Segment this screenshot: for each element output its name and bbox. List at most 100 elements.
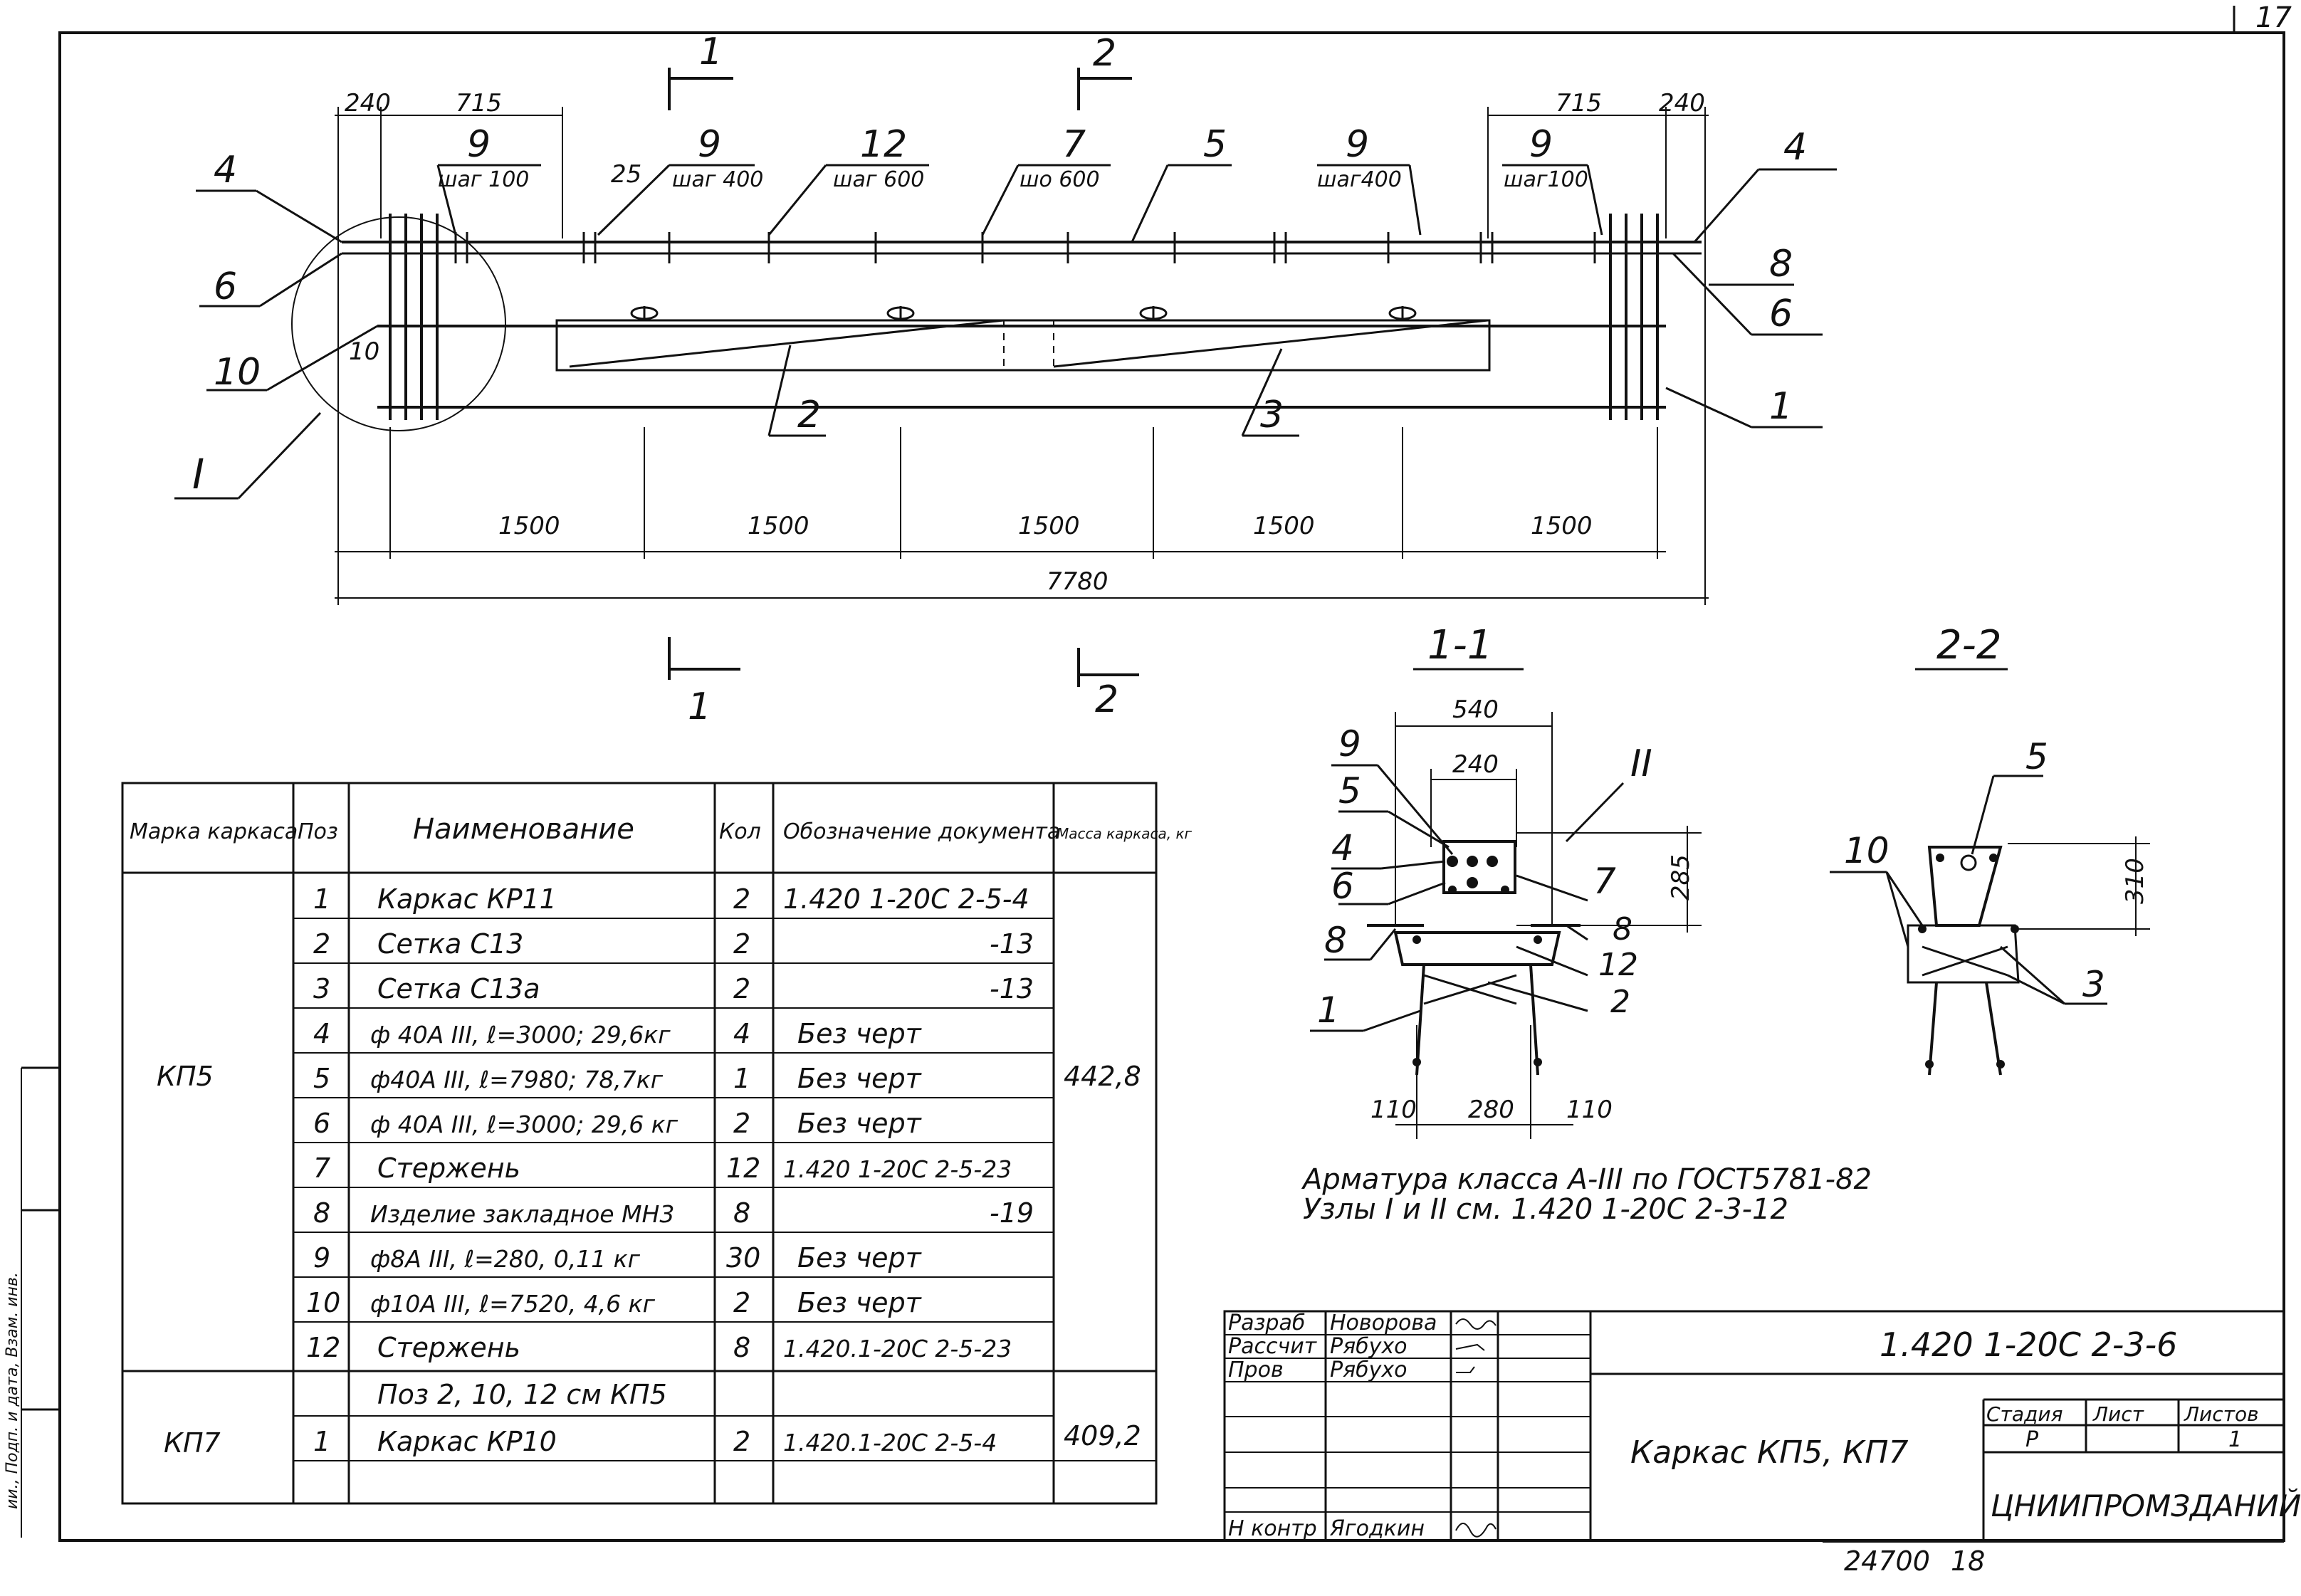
left-callout-10: 10 xyxy=(214,351,261,394)
tb-stage: Р xyxy=(2025,1427,2039,1452)
dim-bottom-5: 1500 xyxy=(1531,512,1593,540)
dim-bottom-2: 1500 xyxy=(748,512,809,540)
dim-top-left-715: 715 xyxy=(456,89,502,117)
step-text-3: шаг 600 xyxy=(833,167,924,192)
section-2-callout-3: 3 xyxy=(2082,964,2105,1005)
step-text-2: шаг 400 xyxy=(672,167,763,192)
section-mark-2-top: 2 xyxy=(1093,32,1116,75)
step-pos-1: 9 xyxy=(467,123,491,166)
section-1-dim-110-left: 110 xyxy=(1370,1096,1417,1124)
section-1-callout-1: 1 xyxy=(1317,989,1340,1031)
archive-number: 24700 xyxy=(1844,1545,1930,1577)
right-callout-8: 8 xyxy=(1769,243,1793,285)
section-1-callout-4: 4 xyxy=(1331,827,1354,868)
td-name: Сетка С13 xyxy=(377,928,523,960)
td-name: ф8А III, ℓ=280, 0,11 кг xyxy=(370,1245,641,1273)
left-callout-6: 6 xyxy=(214,266,237,308)
sheet-frame: 17 ии., Подп. и дата, Взам. инв. 24700 1… xyxy=(4,1,2292,1577)
td-pos: 5 xyxy=(313,1063,330,1094)
bottom-callout-3: 3 xyxy=(1260,394,1284,436)
section-1-width-top: 540 xyxy=(1452,695,1499,724)
td-mass: 442,8 xyxy=(1064,1061,1141,1092)
dim-top-right-240: 240 xyxy=(1659,89,1705,117)
tb-name-of-drawing: Каркас КП5, КП7 xyxy=(1630,1434,1908,1471)
step-pos-4: 7 xyxy=(1062,123,1086,166)
dim-bottom-4: 1500 xyxy=(1253,512,1315,540)
page-number: 17 xyxy=(2255,1,2292,34)
note-2: Узлы I и II см. 1.420 1-20С 2-3-12 xyxy=(1303,1193,1788,1226)
th-mark: Марка каркаса xyxy=(130,819,298,844)
tb-name: Рябухо xyxy=(1330,1334,1408,1359)
td-pos: 2 xyxy=(313,928,330,960)
td-doc: 1.420.1-20С 2-5-23 xyxy=(783,1335,1012,1363)
td-qty: 2 xyxy=(733,1426,750,1457)
td-name: Каркас КР10 xyxy=(377,1426,557,1457)
td-mark: КП5 xyxy=(157,1061,214,1092)
th-name: Наименование xyxy=(413,813,634,846)
tb-role: Пров xyxy=(1228,1358,1284,1382)
elevation-view: 240 715 715 240 25 10 1 2 1 2 9 шаг 100 … xyxy=(174,31,1837,728)
dim-10: 10 xyxy=(349,337,379,366)
spec-table: Марка каркаса Поз Наименование Кол Обозн… xyxy=(121,782,1193,1505)
td-doc: 1.420 1-20С 2-5-4 xyxy=(783,883,1029,915)
step-pos-6: 9 xyxy=(1346,123,1369,166)
step-pos-3: 12 xyxy=(860,123,907,166)
section-2-title: 2-2 xyxy=(1936,622,2001,668)
title-block: Разраб Новорова Рассчит Рябухо Пров Рябу… xyxy=(1223,1310,2301,1542)
section-mark-1-top: 1 xyxy=(699,31,723,73)
section-1-1: 1-1 540 240 285 II 110 xyxy=(1310,622,1702,1139)
dim-top-right-715: 715 xyxy=(1556,89,1602,117)
step-text-6: шаг400 xyxy=(1317,167,1402,192)
tb-sheets: 1 xyxy=(2228,1427,2242,1452)
section-1-title: 1-1 xyxy=(1427,622,1492,668)
td-qty: 2 xyxy=(733,973,750,1004)
td-doc: Без черт xyxy=(797,1108,923,1139)
td-doc: -13 xyxy=(990,928,1034,960)
tb-doc-code: 1.420 1-20С 2-3-6 xyxy=(1880,1325,2177,1364)
section-1-node-II: II xyxy=(1630,742,1652,785)
td-name: ф 40А III, ℓ=3000; 29,6кг xyxy=(370,1021,671,1049)
td-qty: 4 xyxy=(733,1018,750,1049)
td-qty: 8 xyxy=(733,1332,750,1363)
th-mass: Масса каркаса, кг xyxy=(1057,825,1193,842)
right-callout-6: 6 xyxy=(1769,293,1793,335)
td-mark: КП7 xyxy=(164,1427,221,1459)
section-1-callout-8-right: 8 xyxy=(1613,911,1632,947)
td-qty: 2 xyxy=(733,883,750,915)
tb-sheet-label: Лист xyxy=(2092,1402,2144,1426)
td-qty: 8 xyxy=(733,1197,750,1229)
step-pos-2: 9 xyxy=(698,123,721,166)
section-mark-1-bottom: 1 xyxy=(688,686,711,728)
td-pos: 1 xyxy=(313,1426,330,1457)
bottom-callout-2: 2 xyxy=(797,394,821,436)
tb-stage-label: Стадия xyxy=(1986,1402,2062,1426)
td-doc: Без черт xyxy=(797,1242,923,1274)
td-qty: 2 xyxy=(733,1108,750,1139)
td-name: Поз 2, 10, 12 см КП5 xyxy=(377,1379,667,1410)
section-2-callout-10: 10 xyxy=(1844,830,1889,871)
td-name: Стержень xyxy=(377,1153,520,1184)
notes: Арматура класса А-III по ГОСТ5781-82 Узл… xyxy=(1301,1163,1872,1226)
step-pos-5: 5 xyxy=(1203,123,1227,166)
td-doc: Без черт xyxy=(797,1063,923,1094)
section-1-dim-280: 280 xyxy=(1468,1096,1514,1124)
td-doc: -13 xyxy=(990,973,1034,1004)
dim-25: 25 xyxy=(611,160,641,189)
step-text-1: шаг 100 xyxy=(438,167,529,192)
td-doc: Без черт xyxy=(797,1018,923,1049)
section-1-dim-110-right: 110 xyxy=(1566,1096,1613,1124)
left-callout-4: 4 xyxy=(214,149,237,191)
dim-overall: 7780 xyxy=(1047,567,1108,596)
td-qty: 30 xyxy=(726,1242,760,1274)
archive-suffix: 18 xyxy=(1951,1545,1985,1577)
section-1-callout-8-left: 8 xyxy=(1324,920,1347,961)
tb-role: Рассчит xyxy=(1228,1334,1318,1359)
td-pos: 8 xyxy=(313,1197,330,1229)
td-qty: 1 xyxy=(733,1063,750,1094)
td-doc: -19 xyxy=(990,1197,1034,1229)
step-pos-7: 9 xyxy=(1529,123,1553,166)
section-1-callout-6: 6 xyxy=(1331,866,1354,907)
note-1: Арматура класса А-III по ГОСТ5781-82 xyxy=(1301,1163,1872,1196)
dim-bottom-3: 1500 xyxy=(1018,512,1080,540)
